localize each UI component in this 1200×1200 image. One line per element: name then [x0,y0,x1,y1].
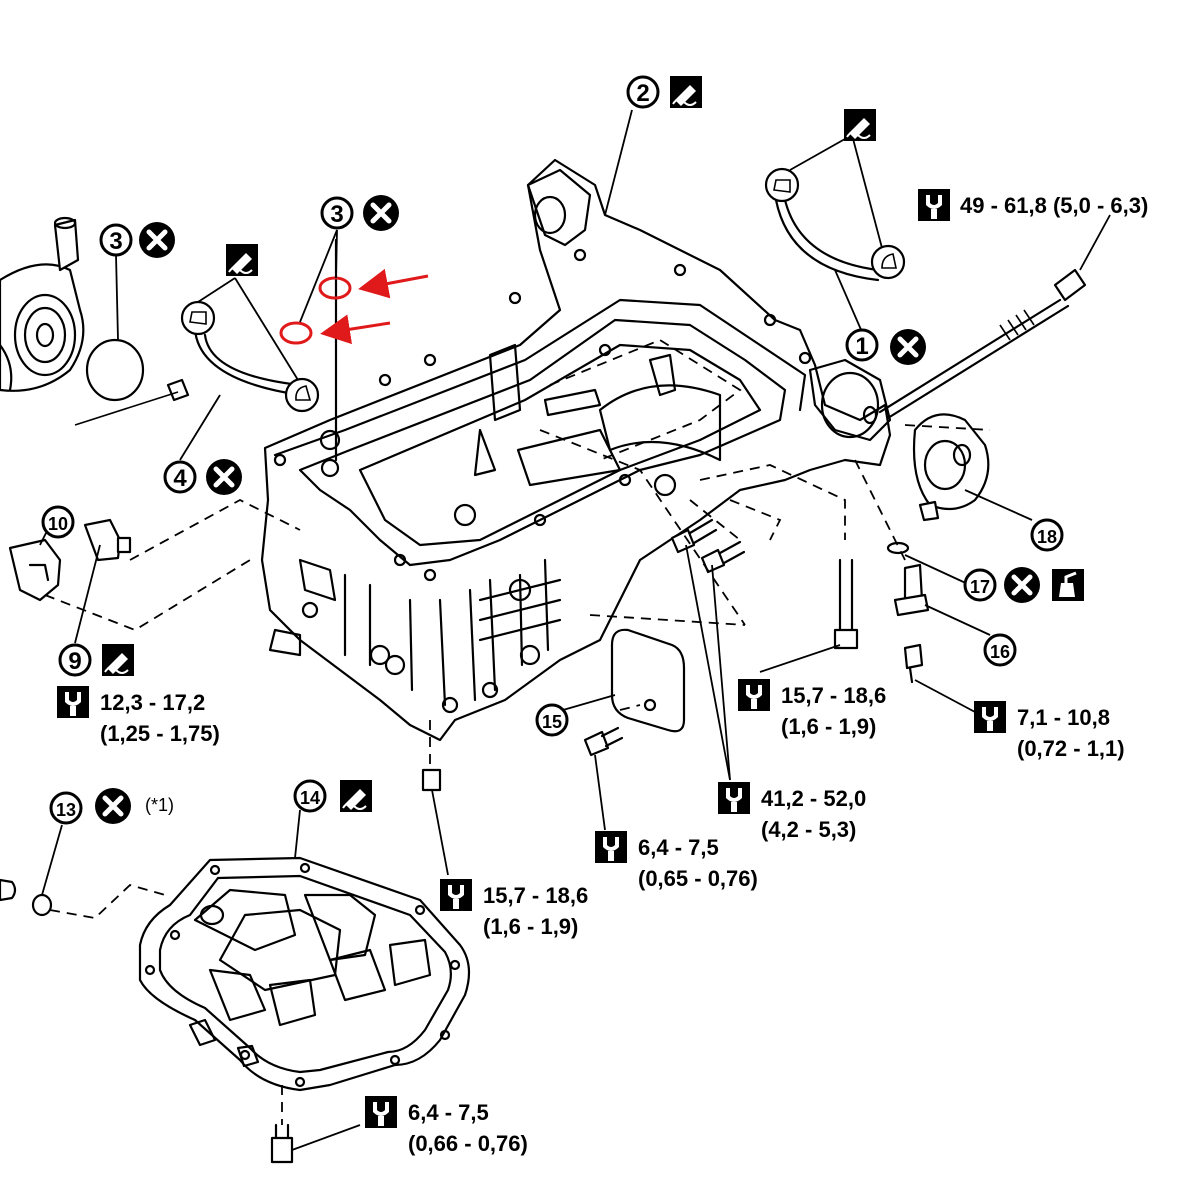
callout-13: 13 [49,791,83,825]
torque-front-bolt: 15,7 - 18,6 [483,883,588,908]
torque-lower-pan-bolt: 6,4 - 7,5 [408,1100,489,1125]
replace-x-icon [206,459,242,495]
svg-text:16: 16 [990,642,1010,662]
svg-text:9: 9 [68,648,81,675]
callout-4: 4 [163,460,197,494]
replace-x-icon [363,195,399,231]
callout-10: 10 [41,505,75,539]
long-bolt [878,268,1087,420]
callout-9: 9 [58,643,92,677]
upper-oil-pan [260,158,892,742]
callout-17: 17 [963,568,997,602]
torque-bolt-long: 49 - 61,8 (5,0 - 6,3) [960,193,1148,218]
torque-sensor-bolt: 7,1 - 10,8 [1017,705,1110,730]
torque-right-bolt: 15,7 - 18,6 [781,683,886,708]
torque-oil-sensor: 12,3 - 17,2 [100,690,205,715]
torque-wrench-icon [365,1096,397,1128]
oil-icon [1050,567,1086,603]
highlight-ring-lower [279,321,313,345]
svg-text:1: 1 [855,333,868,360]
torque-wrench-icon [57,686,89,718]
svg-text:15: 15 [542,712,562,732]
svg-text:10: 10 [48,514,68,534]
assembly-dashed-lines [44,338,991,1125]
svg-text:4: 4 [173,465,187,492]
replace-x-icon [1004,567,1040,603]
leader-lines [39,109,1111,1151]
callout-14: 14 [293,779,327,813]
pan-bottom-bolt [270,1123,294,1164]
front-seal-1 [764,167,906,282]
sealant-icon [101,643,135,677]
oil-filter-bracket [0,216,85,392]
highlight-arrow-upper [358,268,429,299]
callout-2: 2 [626,75,660,109]
drain-plug-13 [0,878,53,917]
callout-16: 16 [983,633,1017,667]
torque-baffle-bolt-sub: (0,65 - 0,76) [638,866,758,891]
replace-x-icon [890,329,926,365]
torque-pan-bolts-sub: (4,2 - 5,3) [761,817,856,842]
highlight-arrow-lower [320,314,391,345]
dowel-pin [166,378,190,402]
sealant-icon [843,108,877,142]
rear-seal-4 [180,300,320,413]
svg-text:17: 17 [970,577,990,597]
replace-x-icon [139,222,175,258]
svg-text:14: 14 [300,788,320,808]
sealant-icon [669,75,703,109]
torque-wrench-icon [718,782,750,814]
sealant-icon [225,243,259,277]
callout-3-left: 3 [99,223,133,257]
svg-text:18: 18 [1037,527,1057,547]
replace-x-icon [95,788,131,824]
torque-sensor-bolt-sub: (0,72 - 1,1) [1017,736,1125,761]
torque-wrench-icon [440,879,472,911]
front-cover-18 [912,413,990,522]
torque-lower-pan-bolt-sub: (0,66 - 0,76) [408,1131,528,1156]
torque-front-bolt-sub: (1,6 - 1,9) [483,914,578,939]
callout-18: 18 [1030,518,1064,552]
oil-sensor-9-10 [8,518,132,602]
callout-1: 1 [845,328,879,362]
callout-3-center: 3 [320,196,354,230]
callout-15: 15 [535,703,569,737]
highlight-ring-upper [318,276,352,300]
baffle-cover-15 [610,628,686,733]
sealant-icon [339,779,373,813]
svg-text:13: 13 [56,800,76,820]
torque-right-bolt-sub: (1,6 - 1,9) [781,714,876,739]
o-ring-filter [85,338,145,402]
torque-oil-sensor-sub: (1,25 - 1,75) [100,721,220,746]
svg-text:3: 3 [330,201,343,228]
torque-baffle-bolt: 6,4 - 7,5 [638,835,719,860]
torque-wrench-icon [918,189,950,221]
footnote-marker: (*1) [145,795,174,815]
sensor-16 [886,541,930,617]
torque-wrench-icon [595,831,627,863]
pan-bolts [421,518,924,792]
lower-oil-pan-14 [138,856,471,1092]
svg-text:2: 2 [636,80,649,107]
torque-wrench-icon [738,679,770,711]
torque-pan-bolts: 41,2 - 52,0 [761,786,866,811]
torque-wrench-icon [974,701,1006,733]
svg-text:3: 3 [109,228,122,255]
